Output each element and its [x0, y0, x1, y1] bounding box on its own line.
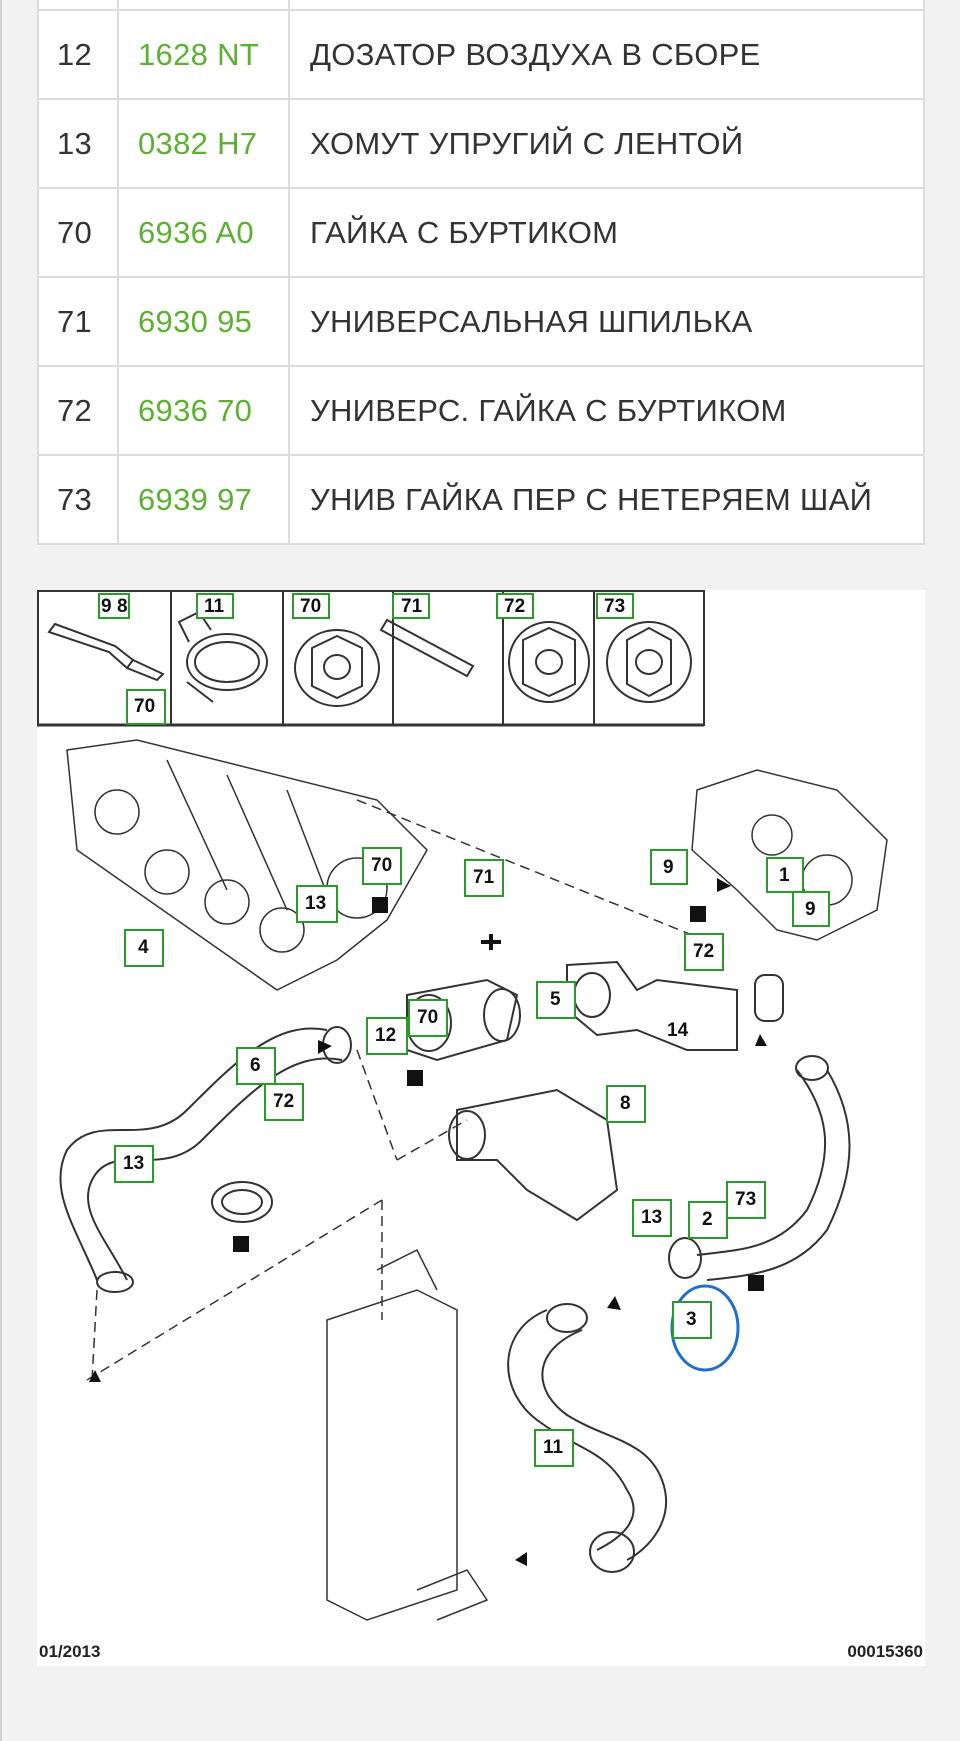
clamp-marker	[755, 1034, 767, 1046]
nut-marker	[233, 1236, 249, 1252]
part-reference-link[interactable]: 1628 NT	[119, 11, 290, 98]
flange-nut-icon	[294, 629, 380, 707]
table-row: 73 6939 97 УНИВ ГАЙКА ПЕР С НЕТЕРЯЕМ ШАЙ	[39, 456, 923, 543]
callout-label: 4	[138, 937, 149, 958]
elbow-14-drawing	[448, 1088, 619, 1222]
seal-6-drawing	[211, 1181, 273, 1223]
intercooler-drawing	[326, 1248, 489, 1621]
table-row: 70 6936 A0 ГАЙКА С БУРТИКОМ	[39, 189, 923, 278]
callout-label: 9	[663, 857, 674, 878]
callout-label: 73	[735, 1189, 757, 1210]
callout-label: 72	[504, 596, 526, 617]
callout-label: 73	[604, 596, 626, 617]
part-number: 13	[39, 100, 119, 187]
table-row: 12 1628 NT ДОЗАТОР ВОЗДУХА В СБОРЕ	[39, 11, 923, 100]
threaded-rod-icon	[379, 618, 475, 678]
callout-label: 70	[371, 855, 393, 876]
callout-label: 3	[686, 1309, 697, 1330]
stud-icon	[47, 622, 165, 682]
callout-label: 11	[543, 1437, 564, 1458]
part-number: 71	[39, 278, 119, 365]
callout-label: 1	[779, 865, 790, 886]
callout-label: 12	[375, 1025, 397, 1046]
part-reference-link[interactable]: 6936 70	[119, 367, 290, 454]
part-number: 12	[39, 11, 119, 98]
callout-label: 8	[117, 596, 128, 617]
callout-label: 71	[473, 867, 495, 888]
part-name: УНИВЕРСАЛЬНАЯ ШПИЛЬКА	[310, 303, 753, 339]
callout-label: 13	[641, 1207, 663, 1228]
table-row: 71 6930 95 УНИВЕРСАЛЬНАЯ ШПИЛЬКА	[39, 278, 923, 367]
diagram-drawing	[37, 590, 888, 1621]
stud-marker	[481, 934, 501, 950]
diagram-date: 01/2013	[39, 1642, 101, 1661]
hose-3-drawing	[507, 1303, 668, 1573]
lock-nut-icon	[606, 621, 692, 703]
clamp-marker	[717, 878, 731, 892]
part-name: ХОМУТ УПРУГИЙ С ЛЕНТОЙ	[310, 125, 744, 161]
clamp-icon	[177, 610, 268, 703]
nut-marker	[407, 1070, 423, 1086]
page-edge	[0, 0, 2, 1741]
part-number: 70	[39, 189, 119, 276]
diagram-code: 00015360	[847, 1642, 923, 1661]
callout-label: 9	[805, 899, 816, 920]
part-number: 72	[39, 367, 119, 454]
part-name: ГАЙКА С БУРТИКОМ	[310, 214, 619, 250]
assembly-guides	[86, 799, 718, 1381]
part-name: ДОЗАТОР ВОЗДУХА В СБОРЕ	[310, 36, 761, 72]
clamp-marker	[89, 1370, 101, 1382]
callout-label: 5	[550, 989, 561, 1010]
callout-label: 6	[250, 1055, 261, 1076]
callout-label: 72	[273, 1091, 295, 1112]
part-name: УНИВ ГАЙКА ПЕР С НЕТЕРЯЕМ ШАЙ	[310, 481, 873, 517]
callout-label: 9	[101, 596, 112, 617]
callout-label: 70	[300, 596, 322, 617]
callout-label: 8	[620, 1093, 631, 1114]
part-reference-link[interactable]: 0382 H7	[119, 100, 290, 187]
callout-label: 70	[134, 696, 156, 717]
parts-table: 12 1628 NT ДОЗАТОР ВОЗДУХА В СБОРЕ 13 03…	[37, 0, 925, 545]
callout-label: 13	[305, 893, 327, 914]
callout-label: 13	[123, 1153, 145, 1174]
flange-nut-icon	[508, 621, 590, 703]
callout-label: 71	[401, 596, 423, 617]
callout-label: 70	[417, 1007, 439, 1028]
part-reference-link[interactable]: 6936 A0	[119, 189, 290, 276]
callout-label: 11	[204, 596, 225, 617]
nut-marker	[690, 906, 706, 922]
part-reference-link[interactable]: 6930 95	[119, 278, 290, 365]
callout-label: 14	[667, 1020, 689, 1041]
legend-labels: 8 9 11 70 71 72 73 70 71 70 9 1 9 13 4 7…	[37, 590, 925, 1666]
table-row-partial	[39, 0, 923, 11]
clamp-marker	[515, 1552, 527, 1566]
part-reference-link[interactable]: 6939 97	[119, 456, 290, 543]
clamp-marker	[318, 1040, 332, 1054]
pipe-2-drawing	[668, 974, 851, 1281]
clamp-marker	[607, 1296, 621, 1310]
nut-marker	[372, 897, 388, 913]
table-row: 13 0382 H7 ХОМУТ УПРУГИЙ С ЛЕНТОЙ	[39, 100, 923, 189]
part-name: УНИВЕРС. ГАЙКА С БУРТИКОМ	[310, 392, 787, 428]
parts-diagram: 8 9 11 70 71 72 73 70 71 70 9 1 9 13 4 7…	[37, 590, 925, 1666]
callout-label: 72	[693, 941, 715, 962]
callout-label: 2	[702, 1209, 713, 1230]
table-row: 72 6936 70 УНИВЕРС. ГАЙКА С БУРТИКОМ	[39, 367, 923, 456]
nut-marker	[748, 1275, 764, 1291]
part-number: 73	[39, 456, 119, 543]
